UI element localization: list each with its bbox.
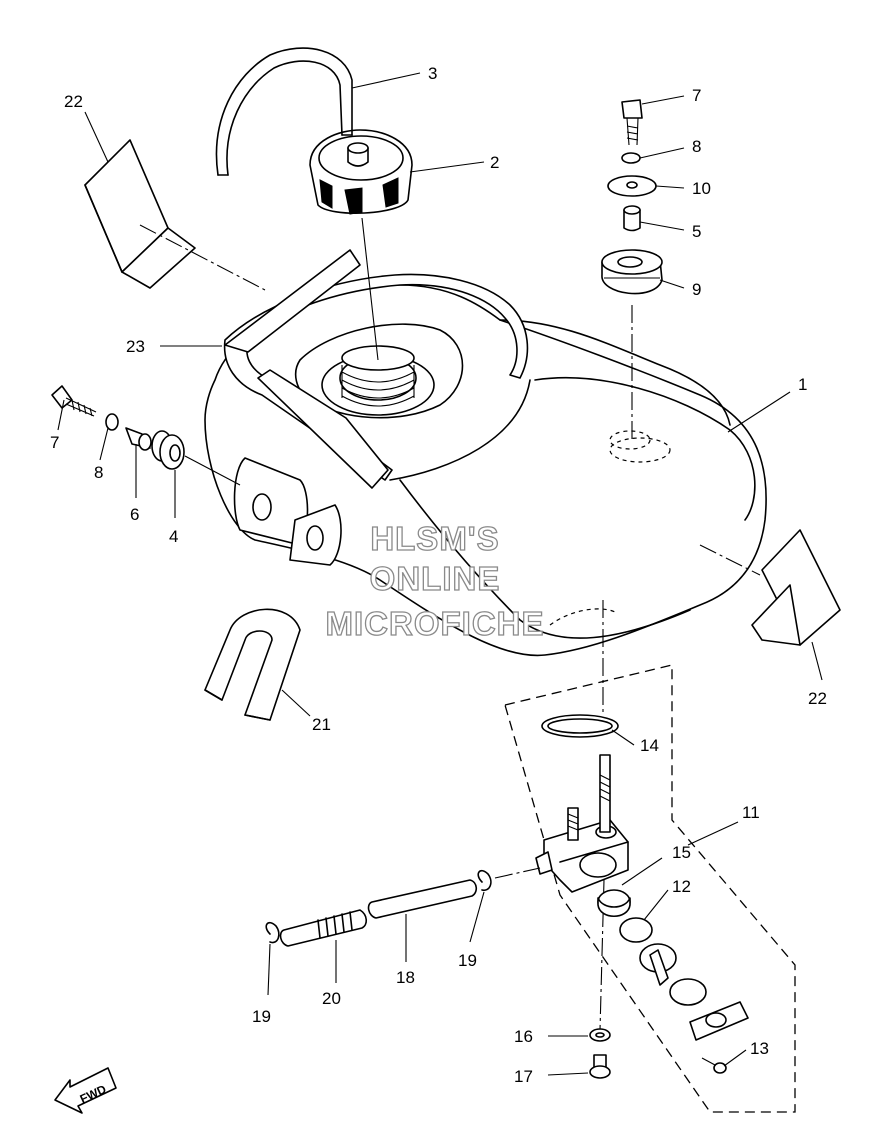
fuel-cock-drawing	[535, 754, 629, 893]
bottom-bolt-drawing	[589, 1054, 611, 1079]
left-grommet-drawing	[151, 430, 185, 470]
gasket-drawing	[669, 978, 707, 1006]
valve-plate-drawing	[639, 943, 677, 986]
fwd-arrow-icon: FWD	[54, 1067, 117, 1114]
callout-7-left: 7	[50, 433, 59, 452]
left-bolt-drawing	[51, 385, 97, 417]
plain-washer-drawing	[607, 175, 657, 197]
bottom-washer-drawing	[589, 1028, 611, 1042]
right-collar-drawing	[623, 205, 641, 232]
protector-drawing	[279, 909, 368, 947]
callout-9: 9	[692, 280, 701, 299]
right-bolt-drawing	[621, 99, 643, 146]
left-washer-drawing	[105, 413, 119, 431]
callout-5: 5	[692, 222, 701, 241]
callout-6: 6	[130, 505, 139, 524]
callouts: 3 2 22 7 8 10 5 9 1 23 7 8 6 4 21 22 14	[50, 64, 827, 1086]
callout-4: 4	[169, 527, 178, 546]
callout-16: 16	[514, 1027, 533, 1046]
right-washer-drawing	[621, 152, 641, 164]
fuel-hose-drawing	[367, 879, 478, 919]
fuel-cock-boundary	[504, 664, 796, 1113]
callout-10: 10	[692, 179, 711, 198]
left-collar-drawing	[125, 427, 152, 451]
watermark-line-3: MICROFICHE	[326, 605, 545, 642]
callout-13: 13	[750, 1039, 769, 1058]
screw-drawing	[701, 1057, 727, 1074]
fuel-tank-drawing	[204, 249, 767, 657]
clip-left-drawing	[265, 921, 280, 944]
right-grommet-drawing	[601, 249, 663, 295]
diaphragm-drawing	[619, 917, 653, 943]
callout-3: 3	[428, 64, 437, 83]
callout-11: 11	[742, 803, 760, 822]
callout-17: 17	[514, 1067, 533, 1086]
callout-19-left: 19	[252, 1007, 271, 1026]
callout-8-left: 8	[94, 463, 103, 482]
watermark-line-1: HLSM'S	[370, 520, 499, 557]
callout-14: 14	[640, 736, 659, 755]
callout-18: 18	[396, 968, 415, 987]
damper-left-drawing	[84, 139, 196, 289]
callout-21: 21	[312, 715, 331, 734]
watermark-line-2: ONLINE	[370, 560, 501, 597]
callout-19-right: 19	[458, 951, 477, 970]
watermark: HLSM'S ONLINE MICROFICHE	[325, 519, 545, 642]
callout-23: 23	[126, 337, 145, 356]
lever-drawing	[597, 889, 631, 918]
damper-right-drawing	[751, 529, 841, 646]
damper-u-drawing	[204, 608, 301, 721]
callout-22-left: 22	[64, 92, 83, 111]
cover-plate-drawing	[689, 1001, 749, 1041]
callout-20: 20	[322, 989, 341, 1008]
callout-7-right: 7	[692, 86, 701, 105]
callout-2: 2	[490, 153, 499, 172]
callout-1: 1	[798, 375, 807, 394]
clip-right-drawing	[477, 869, 492, 892]
callout-15: 15	[672, 843, 691, 862]
fuel-cap-drawing	[309, 129, 413, 361]
callout-8-right: 8	[692, 137, 701, 156]
o-ring-drawing	[541, 714, 619, 738]
callout-22-right: 22	[808, 689, 827, 708]
callout-12: 12	[672, 877, 691, 896]
breather-hose-drawing	[215, 47, 353, 176]
